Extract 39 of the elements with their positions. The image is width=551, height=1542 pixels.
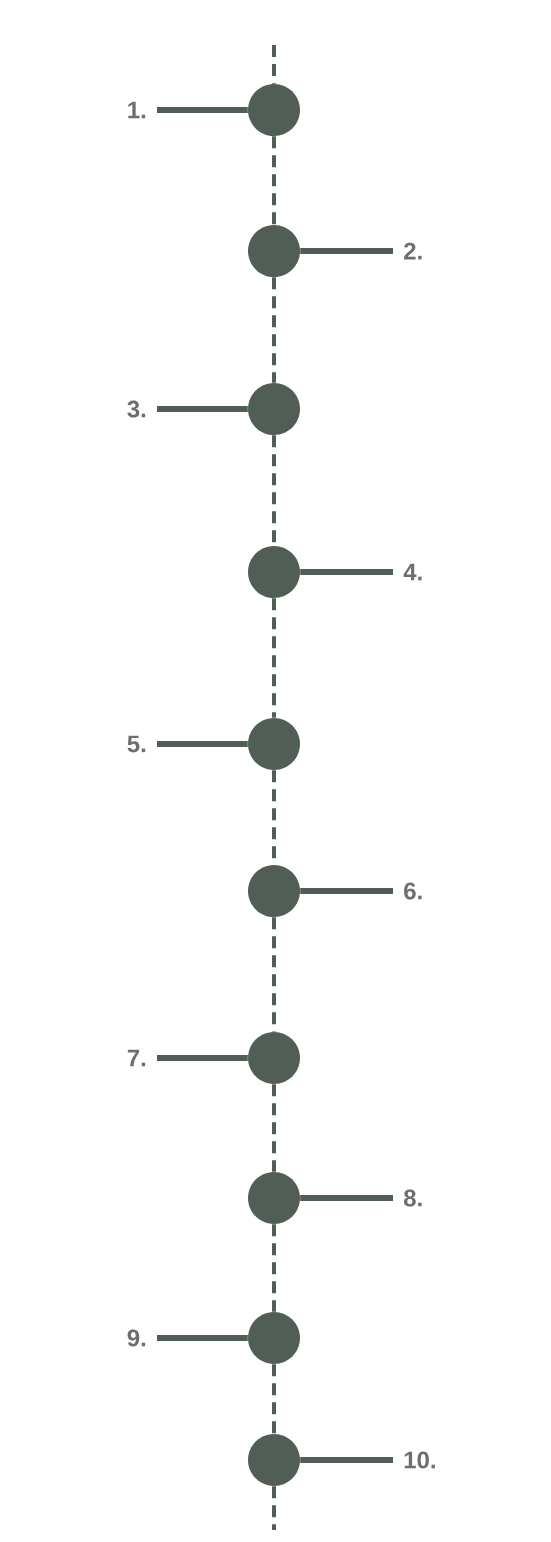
- step-number: 2.: [404, 242, 422, 260]
- step-number: 10.: [404, 1451, 435, 1469]
- dashed-line: [272, 136, 276, 225]
- leader-line: [157, 406, 248, 412]
- leader-line: [300, 569, 393, 575]
- timeline-dot: [248, 1032, 300, 1084]
- step-number: 9.: [127, 1329, 146, 1347]
- leader-line: [300, 248, 393, 254]
- step-number: 7.: [127, 1049, 146, 1067]
- timeline-dot: [248, 865, 300, 917]
- leader-line: [300, 1457, 393, 1463]
- dashed-line: [272, 917, 276, 1032]
- timeline-dot: [248, 1172, 300, 1224]
- dashed-line: [272, 1224, 276, 1312]
- dashed-line: [272, 598, 276, 718]
- timeline-dot: [248, 1434, 300, 1486]
- step-number: 4.: [403, 563, 422, 581]
- dashed-line: [272, 1364, 276, 1434]
- leader-line: [157, 1055, 248, 1061]
- leader-line: [157, 107, 248, 113]
- dashed-line: [272, 45, 276, 84]
- step-number: 8.: [403, 1189, 422, 1207]
- timeline-dot: [248, 225, 300, 277]
- timeline-dot: [248, 84, 300, 136]
- timeline-dot: [248, 383, 300, 435]
- step-number: 1.: [128, 101, 146, 119]
- timeline-dot: [248, 1312, 300, 1364]
- leader-line: [157, 1335, 248, 1341]
- leader-line: [300, 1195, 393, 1201]
- timeline-dot: [248, 718, 300, 770]
- timeline-dot: [248, 546, 300, 598]
- step-number: 6.: [404, 882, 422, 900]
- dashed-line: [272, 277, 276, 383]
- leader-line: [157, 741, 248, 747]
- dashed-line: [272, 1084, 276, 1172]
- step-number: 5.: [127, 735, 146, 753]
- leader-line: [300, 888, 393, 894]
- step-number: 3.: [127, 400, 146, 418]
- dashed-line: [272, 1486, 276, 1530]
